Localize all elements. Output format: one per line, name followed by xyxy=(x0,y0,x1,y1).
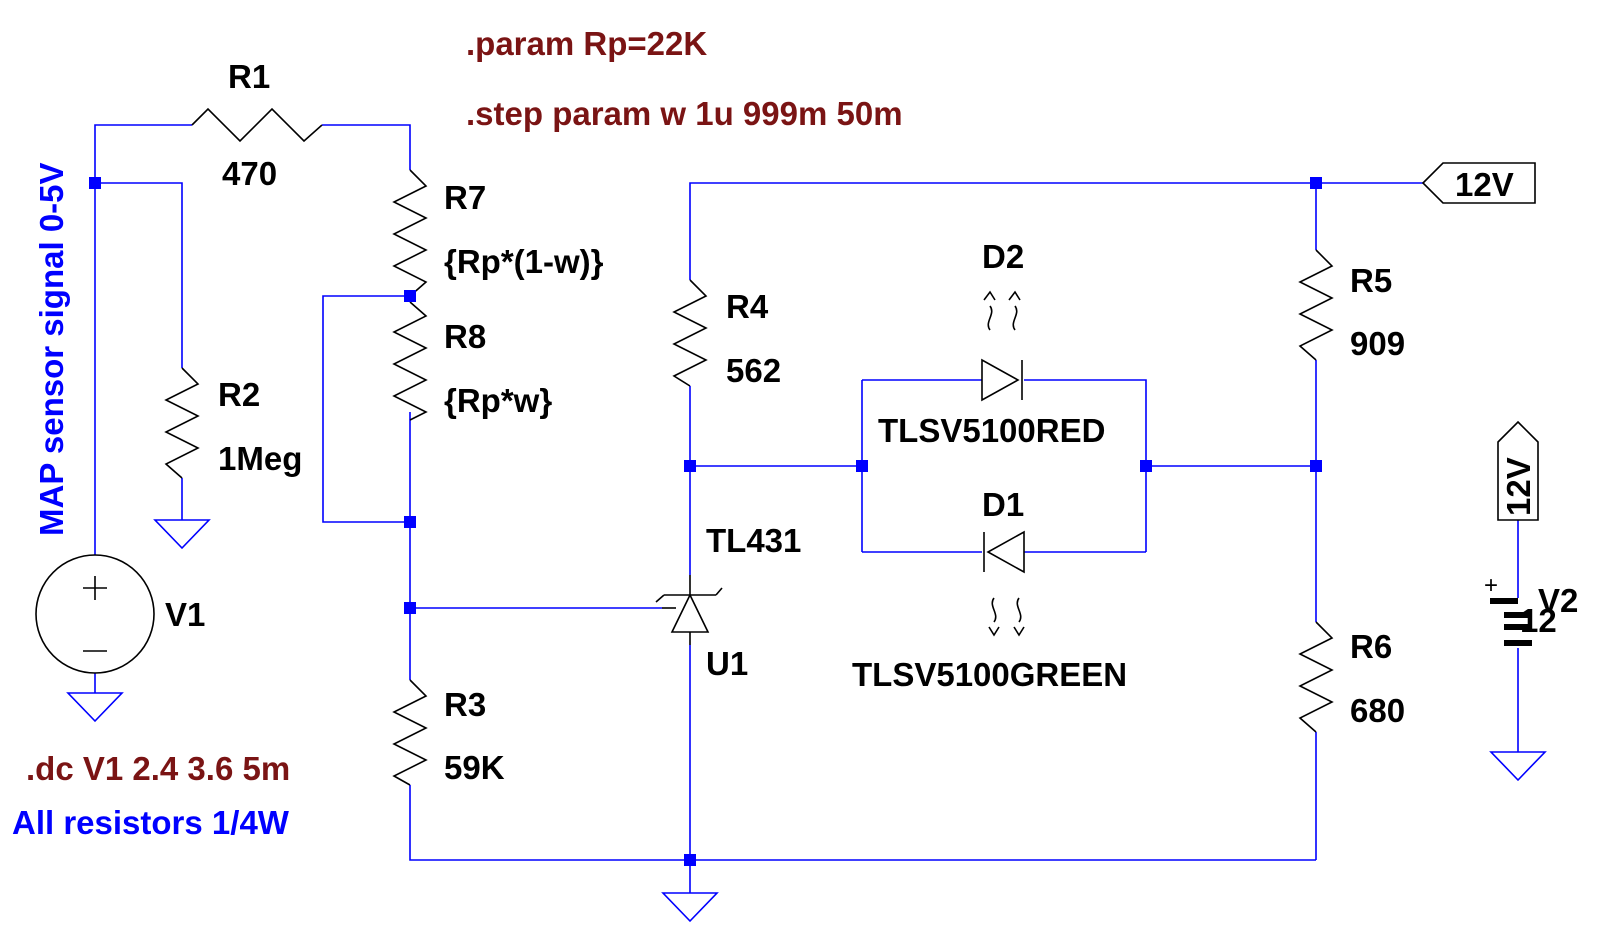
v2-value: 12 xyxy=(1520,602,1557,639)
v2-name: V2 xyxy=(1538,582,1578,619)
junction-dot xyxy=(89,177,101,189)
d1-triangle xyxy=(986,530,1025,574)
u1-triangle xyxy=(670,593,710,633)
r2-name: R2 xyxy=(218,376,260,413)
comments: MAP sensor signal 0-5V All resistors 1/4… xyxy=(12,162,290,841)
d1-light-arrows xyxy=(988,597,1025,637)
ground-symbol-v2 xyxy=(1489,751,1547,782)
r6-name: R6 xyxy=(1350,628,1392,665)
v1-body xyxy=(35,554,155,674)
junction-dot xyxy=(404,602,416,614)
wire-r3-bottom xyxy=(409,785,1316,861)
junction-dot xyxy=(1140,460,1152,472)
junction-dot xyxy=(404,516,416,528)
net-label-v2-text: 12V xyxy=(1500,457,1537,516)
shunt-regulator-u1[interactable] xyxy=(655,575,723,645)
dc-directive[interactable]: .dc V1 2.4 3.6 5m xyxy=(26,750,290,787)
led-d1[interactable] xyxy=(983,530,1025,637)
junction-dot xyxy=(684,854,696,866)
u1-name: U1 xyxy=(706,645,748,682)
r7-value: {Rp*(1-w)} xyxy=(444,243,604,280)
r3-name: R3 xyxy=(444,686,486,723)
d2-light-arrows xyxy=(983,290,1021,331)
component-labels: R1 470 R7 {Rp*(1-w)} R8 {Rp*w} R2 1Meg R… xyxy=(165,58,1578,786)
r8-value: {Rp*w} xyxy=(444,382,552,419)
net-flag-top xyxy=(1421,162,1536,204)
ground-symbol-u1 xyxy=(661,892,719,923)
resistor-r4[interactable] xyxy=(672,279,708,387)
junction-dot xyxy=(1310,177,1322,189)
resistor-r7[interactable] xyxy=(392,169,428,297)
wire-r8-loop xyxy=(322,295,410,523)
junction-dot xyxy=(684,460,696,472)
ground-symbol-r2 xyxy=(153,519,211,550)
r2-value: 1Meg xyxy=(218,440,302,477)
r3-value: 59K xyxy=(444,749,505,786)
v2-plus-label: + xyxy=(1484,572,1498,599)
net-label-top-text: 12V xyxy=(1455,166,1514,203)
wire-r1-left xyxy=(94,124,192,183)
resistors-comment[interactable]: All resistors 1/4W xyxy=(12,804,290,841)
d2-triangle xyxy=(981,358,1020,402)
v1-plus-sign xyxy=(83,576,107,600)
r1-name: R1 xyxy=(228,58,270,95)
d1-name: D1 xyxy=(982,486,1024,523)
wire-r2-top xyxy=(95,182,183,368)
grounds xyxy=(66,519,1547,923)
r4-name: R4 xyxy=(726,288,769,325)
spice-directives: .param Rp=22K .step param w 1u 999m 50m … xyxy=(26,25,903,787)
map-signal-comment[interactable]: MAP sensor signal 0-5V xyxy=(33,162,70,536)
r7-name: R7 xyxy=(444,179,486,216)
r5-value: 909 xyxy=(1350,325,1405,362)
v2-plate-2 xyxy=(1504,612,1532,618)
u1-bar xyxy=(655,587,723,603)
resistor-r3[interactable] xyxy=(392,679,428,786)
v2-plate-4 xyxy=(1504,640,1532,646)
d1-value: TLSV5100GREEN xyxy=(852,656,1127,693)
d2-value: TLSV5100RED xyxy=(878,412,1105,449)
net-label-top[interactable]: 12V xyxy=(1421,162,1536,204)
u1-value: TL431 xyxy=(706,522,801,559)
ground-symbol-v1 xyxy=(66,692,124,723)
resistor-r8[interactable] xyxy=(392,301,428,421)
source-v1[interactable] xyxy=(35,554,155,674)
resistor-r6[interactable] xyxy=(1298,621,1334,733)
wires xyxy=(94,124,1519,893)
r1-value: 470 xyxy=(222,155,277,192)
v2-plate-1 xyxy=(1490,598,1518,604)
r5-name: R5 xyxy=(1350,262,1392,299)
junctions xyxy=(89,177,1322,866)
junction-dot xyxy=(1310,460,1322,472)
r4-value: 562 xyxy=(726,352,781,389)
d2-name: D2 xyxy=(982,238,1024,275)
source-v2[interactable]: + xyxy=(1484,572,1532,646)
r8-name: R8 xyxy=(444,318,486,355)
param-directive[interactable]: .param Rp=22K xyxy=(466,25,707,62)
resistor-r5[interactable] xyxy=(1298,249,1334,361)
resistor-r1[interactable] xyxy=(191,107,323,143)
v1-name: V1 xyxy=(165,596,205,633)
junction-dot xyxy=(856,460,868,472)
v2-plate-3 xyxy=(1504,624,1532,630)
led-d2[interactable] xyxy=(981,290,1023,402)
net-label-v2[interactable]: 12V xyxy=(1497,420,1539,521)
r6-value: 680 xyxy=(1350,692,1405,729)
net-flag-v2 xyxy=(1497,420,1539,521)
junction-dot xyxy=(404,290,416,302)
resistors xyxy=(164,107,1334,786)
wire-12v-top xyxy=(689,182,1423,280)
wire-d2 xyxy=(862,379,1147,552)
step-directive[interactable]: .step param w 1u 999m 50m xyxy=(466,95,903,132)
wire-r1-right xyxy=(322,124,411,170)
resistor-r2[interactable] xyxy=(164,367,200,479)
